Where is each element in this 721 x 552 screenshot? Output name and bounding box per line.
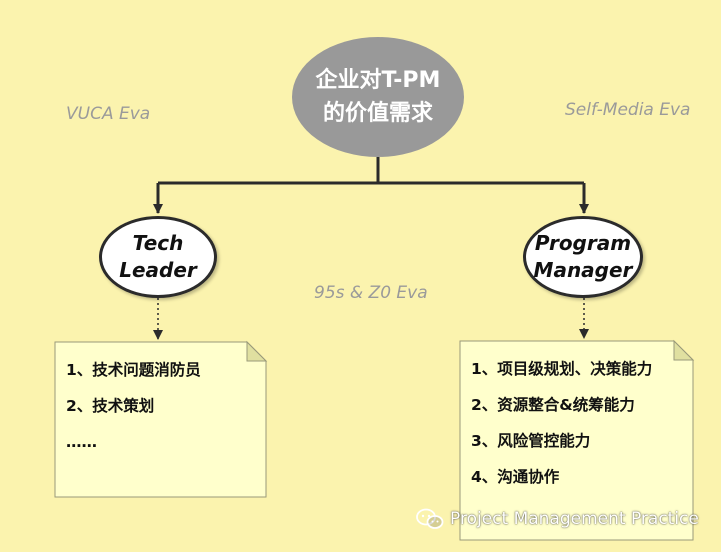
root-title-line-1: 企业对T-PM <box>315 68 441 93</box>
era-label-right: Self-Media Eva <box>565 100 691 120</box>
list-item: …… <box>66 433 97 451</box>
tech-leader-title-line-1: Tech <box>132 231 184 255</box>
tech-leader-items: 1、技术问题消防员 2、技术策划 …… <box>66 352 266 460</box>
wechat-icon <box>416 508 444 529</box>
root-title-line-2: 的价值需求 <box>322 101 433 126</box>
list-item: 4、沟通协作 <box>471 468 560 486</box>
list-item: 1、项目级规划、决策能力 <box>471 360 653 378</box>
era-label-middle: 95s & Z0 Eva <box>314 283 428 303</box>
program-manager-note: 1、项目级规划、决策能力 2、资源整合&统筹能力 3、风险管控能力 4、沟通协作 <box>460 341 693 540</box>
root-node: 企业对T-PM 的价值需求 <box>292 37 464 157</box>
program-manager-items: 1、项目级规划、决策能力 2、资源整合&统筹能力 3、风险管控能力 4、沟通协作 <box>471 351 693 495</box>
list-item: 2、技术策划 <box>66 397 155 415</box>
tech-leader-node: Tech Leader <box>99 216 217 298</box>
program-manager-node: Program Manager <box>523 216 643 298</box>
list-item: 3、风险管控能力 <box>471 432 591 450</box>
program-manager-note-shape <box>459 340 694 541</box>
tech-leader-note-fold <box>246 340 268 362</box>
list-item: 1、技术问题消防员 <box>66 361 201 379</box>
watermark: Project Management Practice <box>416 506 699 532</box>
program-manager-title-line-1: Program <box>534 231 632 255</box>
tech-leader-note-shape <box>54 341 267 498</box>
tech-leader-note: 1、技术问题消防员 2、技术策划 …… <box>55 342 266 497</box>
program-manager-note-fold <box>673 339 695 361</box>
watermark-text: Project Management Practice <box>450 509 699 529</box>
tech-leader-title-line-2: Leader <box>119 258 197 282</box>
era-label-left: VUCA Eva <box>66 104 151 124</box>
program-manager-title-line-2: Manager <box>533 258 633 282</box>
list-item: 2、资源整合&统筹能力 <box>471 396 635 414</box>
